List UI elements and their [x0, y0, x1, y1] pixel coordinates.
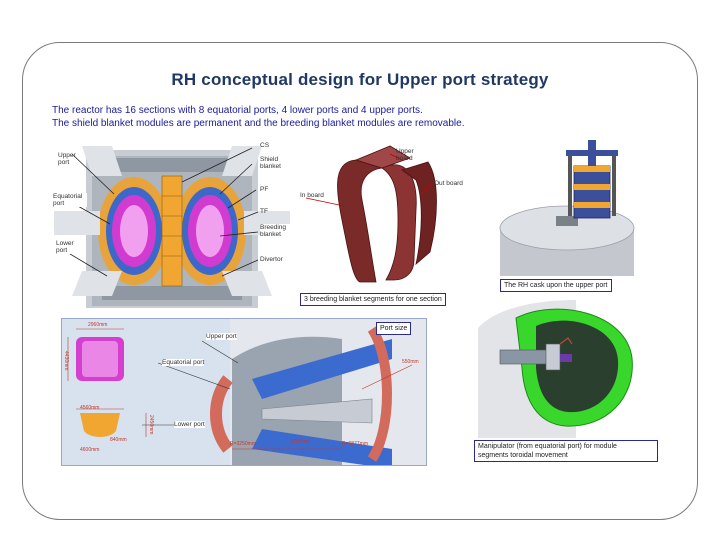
- label-cs: CS: [260, 142, 270, 149]
- dim-outer-radius: R=6877mm: [342, 441, 368, 447]
- label-shield-blanket: Shield blanket: [260, 156, 292, 170]
- reactor-cross-section-drawing: [54, 146, 290, 308]
- blanket-segment-figure: Upper board Out board In board: [298, 140, 473, 290]
- intro-line-2: The shield blanket modules are permanent…: [52, 118, 465, 129]
- dim-lower-base: 4600mm: [80, 447, 100, 453]
- slide-title: RH conceptual design for Upper port stra…: [171, 70, 549, 89]
- manipulator-drawing: [478, 300, 633, 438]
- label-lower-port: Lower port: [56, 240, 80, 254]
- label-upper-board: Upper board: [396, 148, 414, 162]
- dim-port-length: 2750mm: [290, 439, 310, 445]
- blanket-segment-drawing: [305, 145, 437, 283]
- dim-upper-height: 4430mm: [63, 351, 69, 371]
- manipulator-caption-line-2: segments toroidal movement: [478, 452, 568, 459]
- rh-cask-caption: The RH cask upon the upper port: [500, 279, 612, 292]
- intro-text: The reactor has 16 sections with 8 equat…: [52, 104, 464, 130]
- label-divertor: Divertor: [260, 256, 283, 263]
- port-size-figure: Upper port Equatorial port Lower port 29…: [61, 318, 427, 466]
- port-size-caption: Port size: [376, 322, 412, 335]
- label-upper-port-size: Upper port: [206, 333, 237, 340]
- blanket-segment-caption: 3 breeding blanket segments for one sect…: [300, 293, 446, 306]
- label-equatorial-port-size: Equatorial port: [162, 359, 205, 366]
- rh-cask-figure: [496, 136, 638, 276]
- dim-gap: 550mm: [402, 359, 419, 365]
- dim-lower-width: 840mm: [110, 437, 127, 443]
- label-pf: PF: [260, 186, 269, 193]
- label-out-board: Out board: [434, 180, 463, 187]
- manipulator-figure: [476, 298, 636, 438]
- label-tf: TF: [260, 208, 268, 215]
- dim-inner-radius: R=3250mm: [230, 441, 256, 447]
- label-in-board: In board: [300, 192, 324, 199]
- port-size-drawing: [67, 319, 426, 465]
- dim-upper-width: 2960mm: [88, 322, 108, 328]
- label-equatorial-port: Equatorial port: [53, 193, 87, 207]
- reactor-cross-section-figure: Upper port Equatorial port Lower port CS…: [52, 136, 297, 312]
- intro-line-1: The reactor has 16 sections with 8 equat…: [52, 105, 423, 116]
- manipulator-caption: Manipulator (from equatorial port) for m…: [474, 440, 658, 462]
- rh-cask-drawing: [499, 140, 635, 276]
- slide-frame: [22, 42, 698, 520]
- label-upper-port: Upper port: [58, 152, 76, 166]
- dim-lower-height: 2450mm: [148, 415, 154, 435]
- label-lower-port-size: Lower port: [174, 421, 205, 428]
- manipulator-caption-line-1: Manipulator (from equatorial port) for m…: [478, 443, 617, 450]
- label-breeding-blanket: Breeding blanket: [260, 224, 294, 238]
- dim-equatorial-width: 4560mm: [80, 405, 100, 411]
